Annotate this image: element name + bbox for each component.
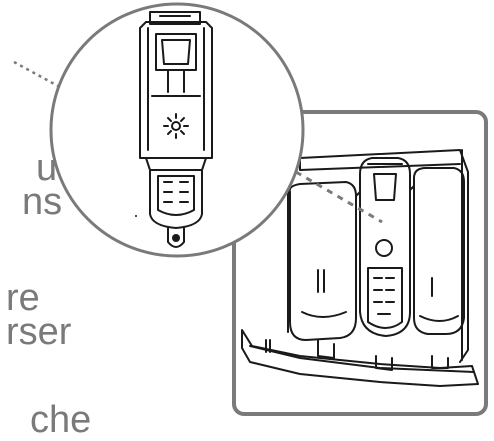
text-fragment-3: re (6, 277, 40, 319)
drawer-illustration (13, 2, 488, 416)
text-fragment-1: u (36, 147, 58, 189)
detergent-drawer (241, 149, 479, 387)
text-fragment-4: rser (6, 311, 72, 353)
callout-leader-line (295, 170, 383, 224)
magnified-callout (49, 2, 305, 258)
screw-hole-icon (172, 234, 180, 242)
text-fragment-2: ns (22, 181, 63, 223)
callout-pointer-line (13, 60, 59, 88)
siphon-insert-closeup (139, 11, 213, 248)
